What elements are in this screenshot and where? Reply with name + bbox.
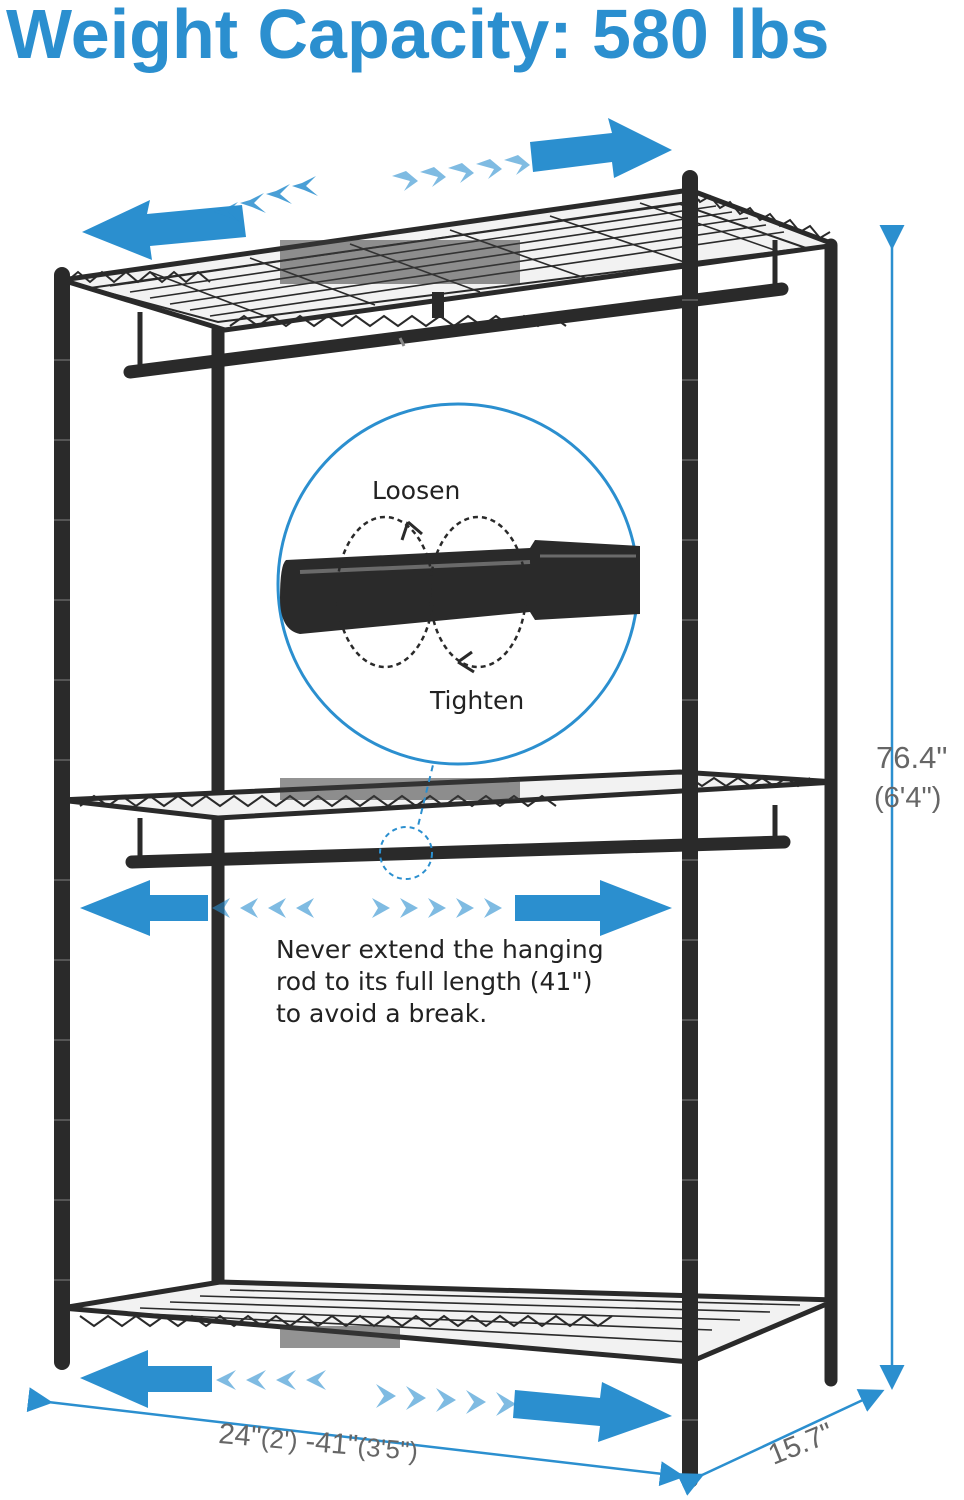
post-rings bbox=[54, 299, 698, 1421]
tighten-label: Tighten bbox=[430, 686, 525, 715]
width-max-label: -41" bbox=[304, 1425, 360, 1463]
bottom-shelf bbox=[61, 1279, 837, 1365]
weight-capacity-title: Weight Capacity: 580 lbs bbox=[6, 0, 830, 73]
depth-dimension-line bbox=[676, 1389, 885, 1496]
width-min-feet-label: (2') bbox=[259, 1422, 299, 1456]
height-feet-label: (6'4") bbox=[874, 782, 942, 814]
middle-shelf bbox=[59, 769, 837, 821]
warning-line-3: to avoid a break. bbox=[276, 999, 488, 1028]
front-posts bbox=[54, 170, 698, 1488]
top-width-arrows bbox=[82, 118, 672, 260]
warning-line-1: Never extend the hanging bbox=[276, 935, 604, 964]
middle-width-arrows bbox=[80, 880, 672, 936]
rod-detail-callout bbox=[276, 402, 640, 827]
width-max-feet-label: (3'5") bbox=[356, 1431, 420, 1467]
tighten-arrow-icon bbox=[457, 650, 475, 674]
top-hanging-rod bbox=[123, 240, 789, 379]
hanging-rod-warning: Never extend the hanging rod to its full… bbox=[276, 934, 604, 1030]
warning-line-2: rod to its full length (41") bbox=[276, 967, 593, 996]
top-shelf bbox=[61, 187, 837, 333]
width-min-label: 24" bbox=[217, 1418, 263, 1454]
bottom-width-arrows bbox=[80, 1350, 672, 1442]
middle-hanging-rod bbox=[125, 805, 791, 880]
width-dimension-line bbox=[26, 1387, 685, 1487]
loosen-arrow-icon bbox=[400, 520, 423, 541]
loosen-label: Loosen bbox=[372, 476, 461, 505]
height-label: 76.4" bbox=[876, 740, 948, 775]
